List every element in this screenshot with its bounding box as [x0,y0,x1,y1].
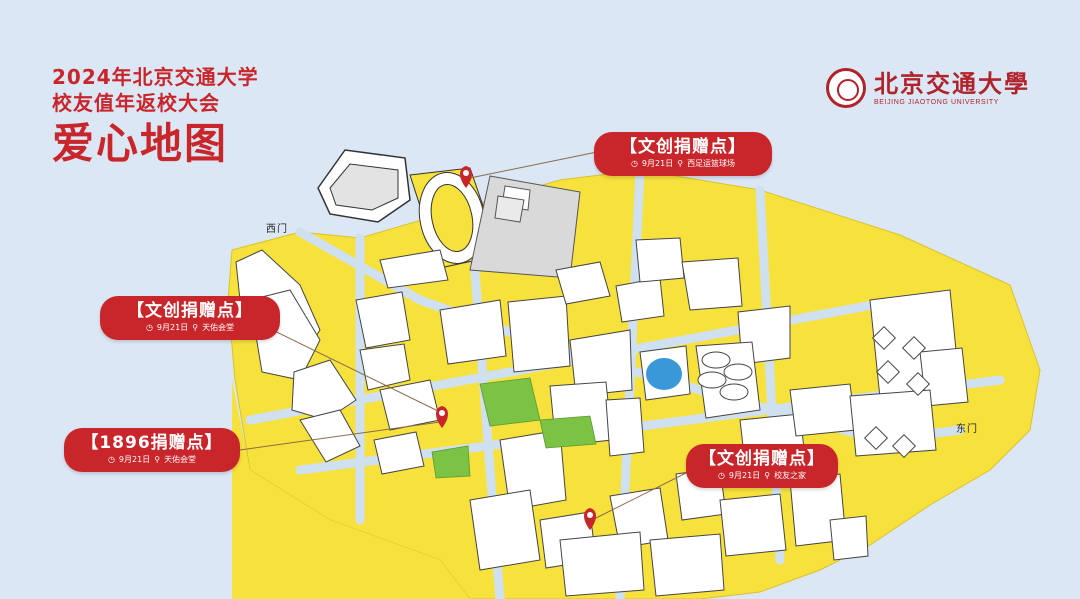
university-logo: 北京交通大學 BEIJING JIAOTONG UNIVERSITY [826,68,1030,108]
callout-place: 西足运篮球场 [687,159,736,168]
callout-title: 【1896捐赠点】 [81,433,223,453]
callout-meta: ◷ 9月21日 ⚲ 天佑会堂 [64,454,240,466]
map-marker-icon[interactable] [584,508,596,530]
callout-field-donation[interactable]: 【文创捐赠点】 ◷ 9月21日 ⚲ 西足运篮球场 [594,132,772,176]
stadium [317,149,411,223]
callout-title: 【文创捐赠点】 [699,449,825,469]
callout-title: 【文创捐赠点】 [127,301,253,321]
callout-connector-lines [239,151,689,521]
callout-meta: ◷ 9月21日 ⚲ 西足运篮球场 [594,158,772,170]
callout-alumni-home-donation[interactable]: 【文创捐赠点】 ◷ 9月21日 ⚲ 校友之家 [686,444,838,488]
callout-date: 9月21日 [728,471,761,480]
university-seal-icon [826,68,866,108]
map-marker-icon[interactable] [460,166,472,188]
location-pin-icon: ⚲ [154,455,161,464]
location-pin-icon: ⚲ [764,471,771,480]
callout-place: 天佑会堂 [202,323,235,332]
event-title-line2: 校友值年返校大会 [52,91,220,115]
callout-date: 9月21日 [641,159,674,168]
page-title: 爱心地图 [52,119,229,168]
callout-date: 9月21日 [118,455,151,464]
logo-english-name: BEIJING JIAOTONG UNIVERSITY [874,98,999,106]
map-marker-icon[interactable] [436,406,448,428]
callout-meta: ◷ 9月21日 ⚲ 天佑会堂 [100,322,280,334]
callout-date: 9月21日 [156,323,189,332]
east-plaza-crosses [863,325,931,459]
clock-icon: ◷ [145,323,153,332]
callout-place: 校友之家 [774,471,807,480]
cylinder-buildings [697,351,753,401]
east-court-area [469,175,581,279]
logo-chinese-name: 北京交通大學 [874,68,1030,98]
callout-1896-donation[interactable]: 【1896捐赠点】 ◷ 9月21日 ⚲ 天佑会堂 [64,428,240,472]
event-title-line1: 2024年北京交通大学 [52,65,259,89]
callout-hall-donation[interactable]: 【文创捐赠点】 ◷ 9月21日 ⚲ 天佑会堂 [100,296,280,340]
clock-icon: ◷ [630,159,638,168]
callout-title: 【文创捐赠点】 [620,137,746,157]
title-block: 2024年北京交通大学 校友值年返校大会 爱心地图 [52,64,259,172]
callout-place: 天佑会堂 [164,455,197,464]
east-gate-label: 东门 [956,424,978,435]
callout-meta: ◷ 9月21日 ⚲ 校友之家 [686,470,838,482]
west-gate-label: 西门 [266,224,288,235]
clock-icon: ◷ [717,471,725,480]
campus-lake [639,345,691,401]
location-pin-icon: ⚲ [192,323,199,332]
green-lawns [431,377,597,479]
campus-buildings [235,237,969,597]
logo-text: 北京交通大學 BEIJING JIAOTONG UNIVERSITY [874,68,1030,107]
location-pin-icon: ⚲ [677,159,684,168]
clock-icon: ◷ [107,455,115,464]
